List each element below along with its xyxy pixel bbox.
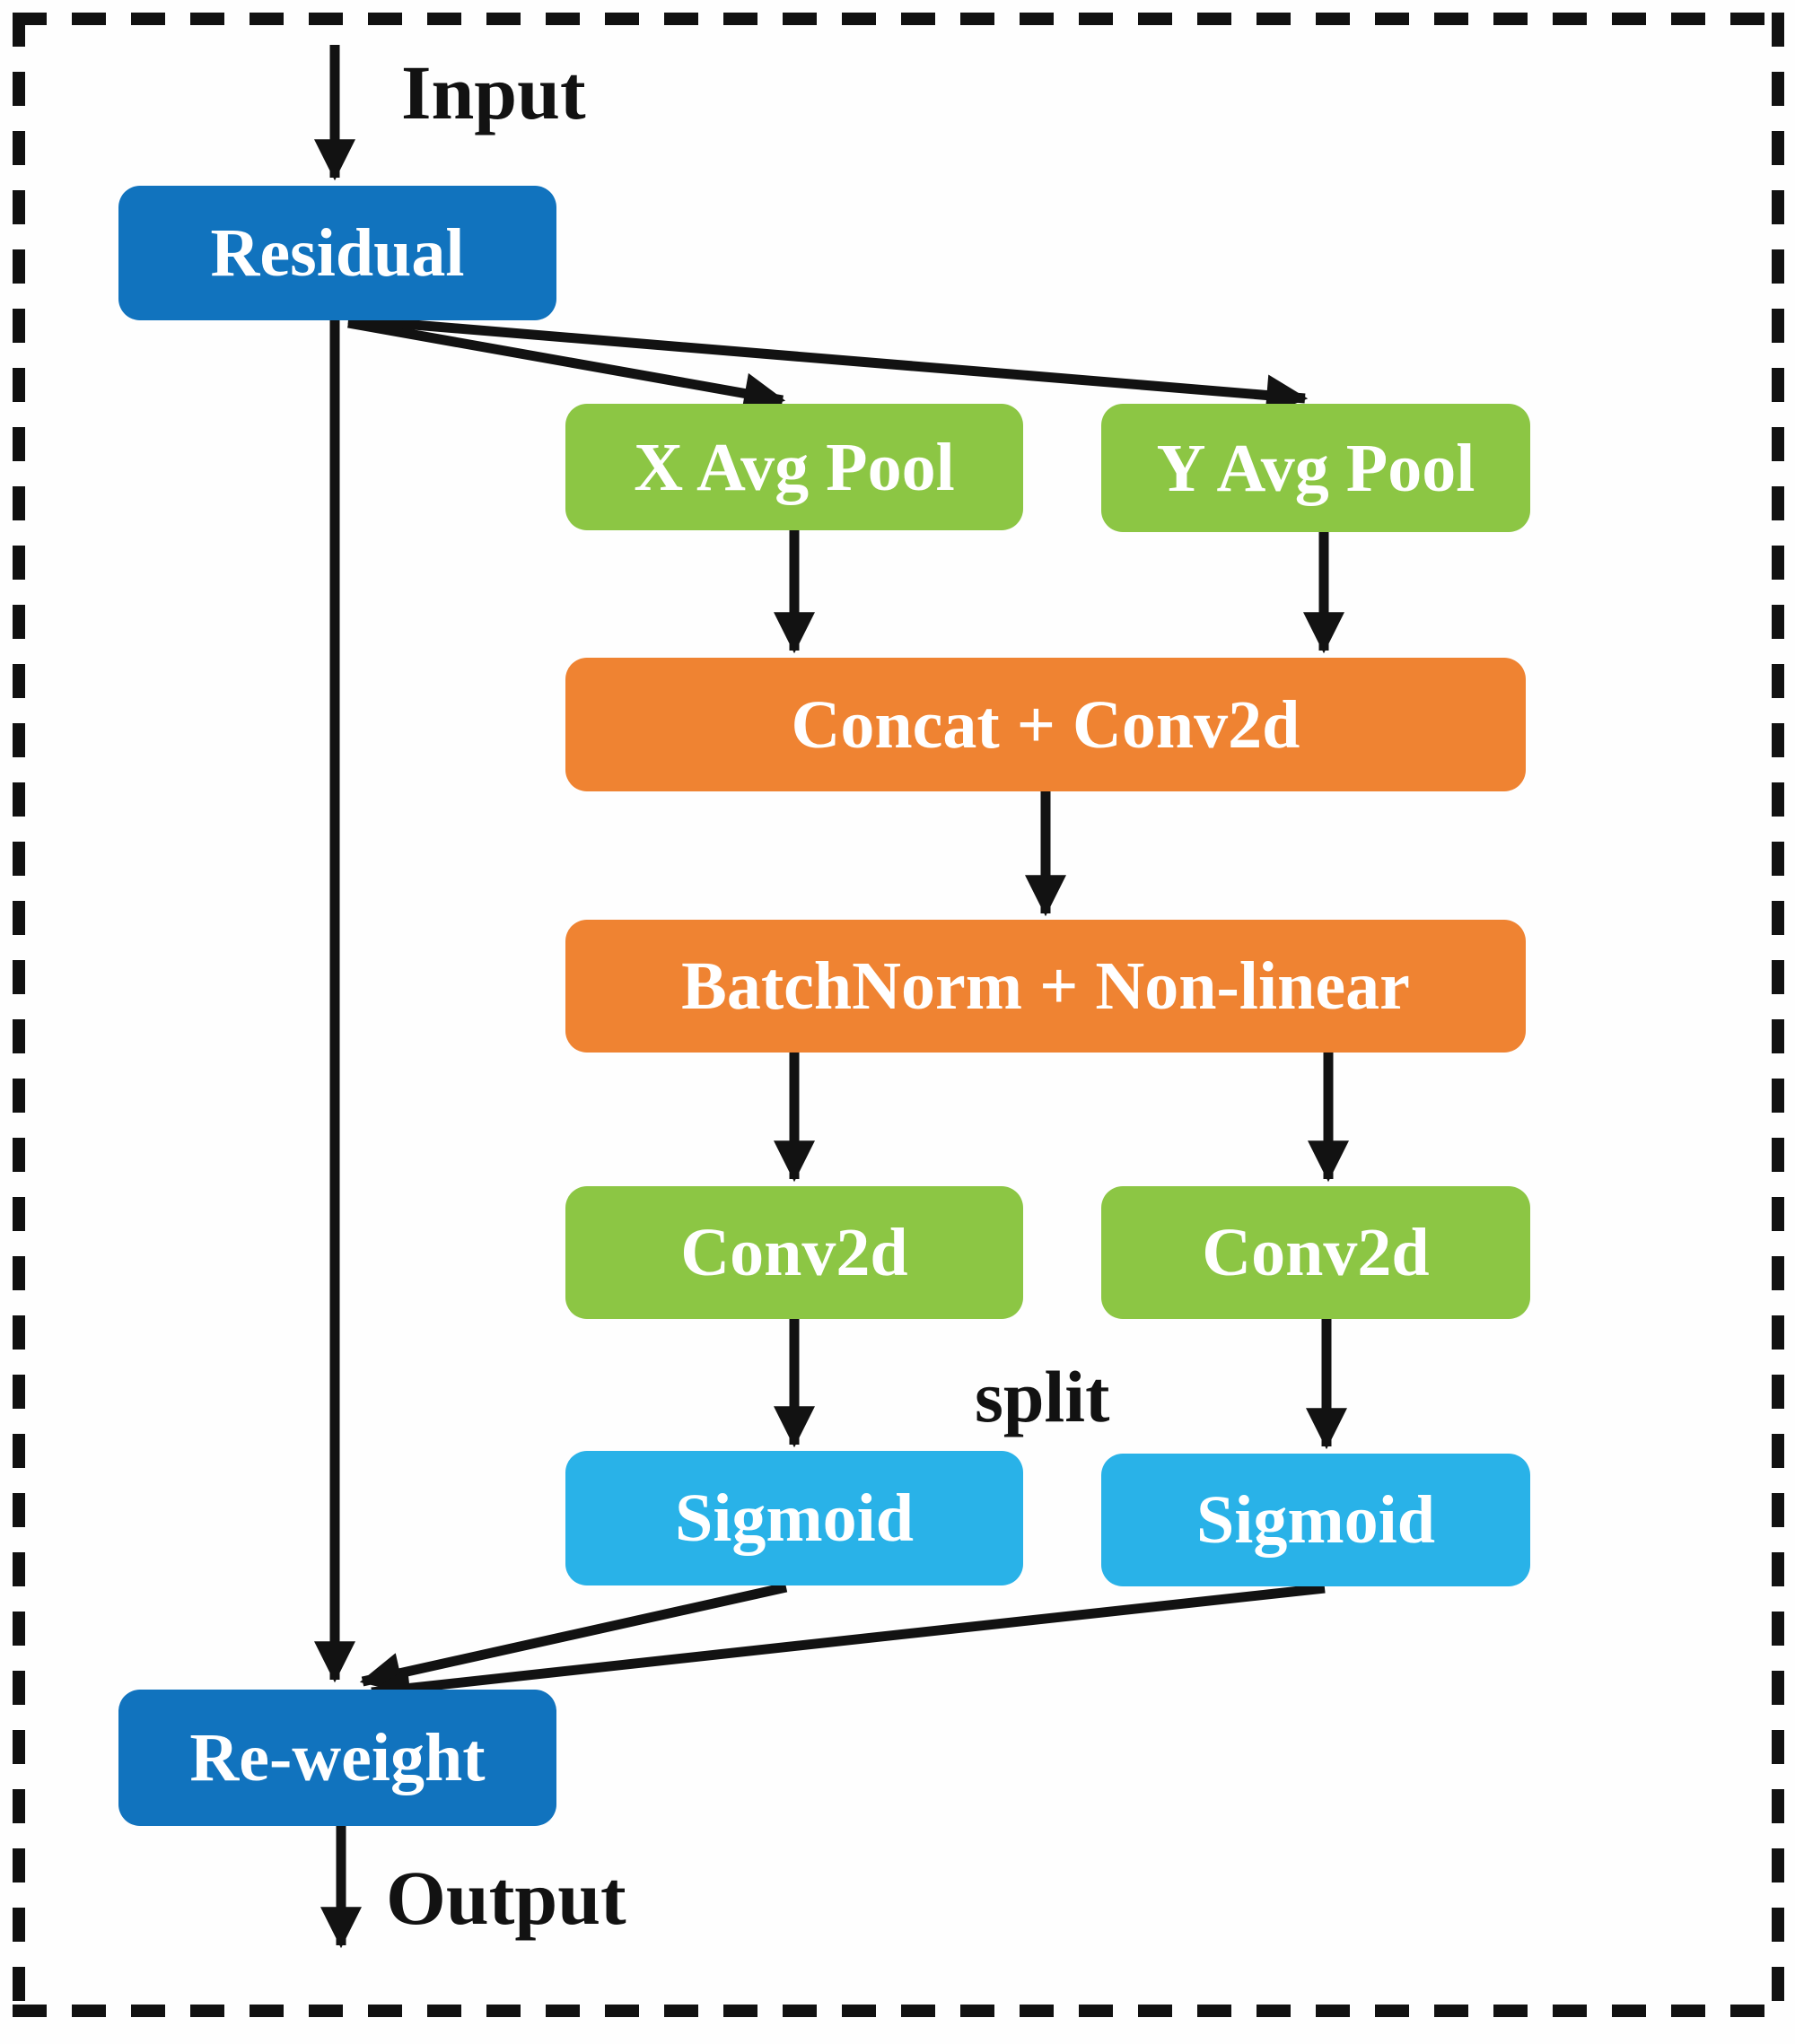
connector-residual-to-y-avg-pool (347, 314, 1309, 416)
node-sigmoid-left-label: Sigmoid (674, 1481, 915, 1556)
node-conv2d-left-label: Conv2d (680, 1215, 908, 1290)
node-residual-label: Residual (210, 215, 465, 291)
node-batchnorm-nonlinear-label: BatchNorm + Non-linear (681, 948, 1410, 1024)
node-conv2d-right-label: Conv2d (1202, 1215, 1430, 1290)
node-sigmoid-right-label: Sigmoid (1195, 1482, 1436, 1558)
node-concat-conv2d-label: Concat + Conv2d (791, 686, 1300, 763)
node-x-avg-pool: X Avg Pool (565, 404, 1023, 530)
split-label: split (975, 1356, 1110, 1437)
connector-sigmoid-right-to-reweight (368, 1583, 1326, 1709)
node-concat-conv2d: Concat + Conv2d (565, 658, 1526, 791)
node-x-avg-pool-label: X Avg Pool (634, 429, 955, 505)
connector-residual-to-x-avg-pool (347, 318, 786, 415)
node-conv2d-left: Conv2d (565, 1186, 1023, 1319)
node-residual: Residual (118, 186, 556, 320)
node-conv2d-right: Conv2d (1101, 1186, 1530, 1319)
input-label: Input (401, 49, 586, 135)
output-label: Output (386, 1855, 626, 1941)
node-batchnorm-nonlinear: BatchNorm + Non-linear (565, 920, 1526, 1053)
node-sigmoid-right: Sigmoid (1101, 1454, 1530, 1586)
node-sigmoid-left: Sigmoid (565, 1451, 1023, 1585)
node-reweight: Re-weight (118, 1690, 556, 1826)
node-y-avg-pool-label: Y Avg Pool (1156, 430, 1475, 506)
node-y-avg-pool: Y Avg Pool (1101, 404, 1530, 532)
node-reweight-label: Re-weight (189, 1720, 486, 1795)
connector-sigmoid-left-to-reweight (359, 1582, 788, 1694)
